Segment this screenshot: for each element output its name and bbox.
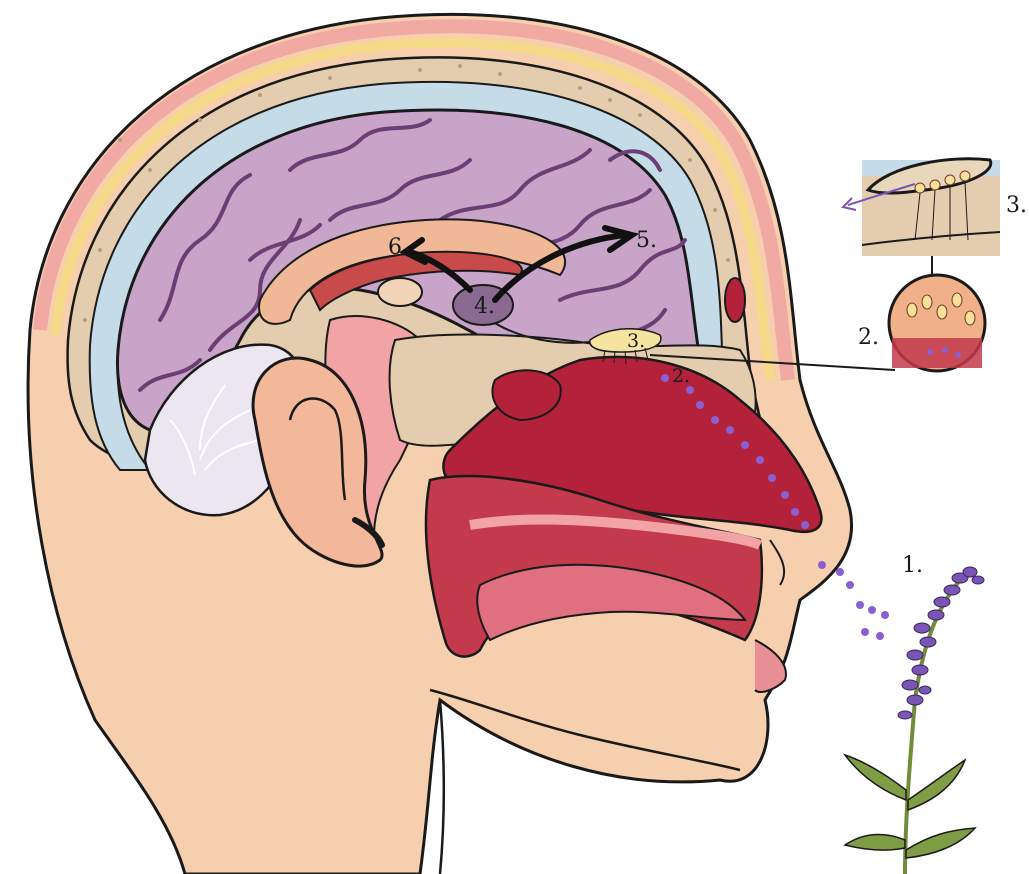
epithelium-mucus bbox=[892, 338, 982, 368]
lavender-stem bbox=[905, 580, 960, 874]
label-4: 4. bbox=[474, 294, 495, 319]
lavender-flowers bbox=[898, 567, 984, 719]
label-3-bulb: 3. bbox=[627, 330, 645, 352]
label-1: 1. bbox=[902, 553, 923, 578]
label-5: 5. bbox=[636, 228, 657, 253]
lavender-leaf-lower-right bbox=[906, 828, 975, 858]
label-2-nose: 2. bbox=[672, 365, 690, 387]
neck-front bbox=[440, 700, 444, 874]
lavender-leaf-right bbox=[908, 760, 965, 810]
thalamus bbox=[378, 278, 422, 306]
inset-bulb bbox=[843, 159, 1000, 275]
lavender-sprig bbox=[845, 567, 984, 874]
frontal-sinus bbox=[725, 278, 745, 322]
label-2-inset: 2. bbox=[858, 325, 879, 350]
label-6: 6. bbox=[388, 235, 409, 260]
lavender-leaf-left bbox=[845, 755, 906, 800]
label-3-inset: 3. bbox=[1006, 193, 1027, 218]
lavender-leaf-lower-left bbox=[845, 835, 905, 851]
